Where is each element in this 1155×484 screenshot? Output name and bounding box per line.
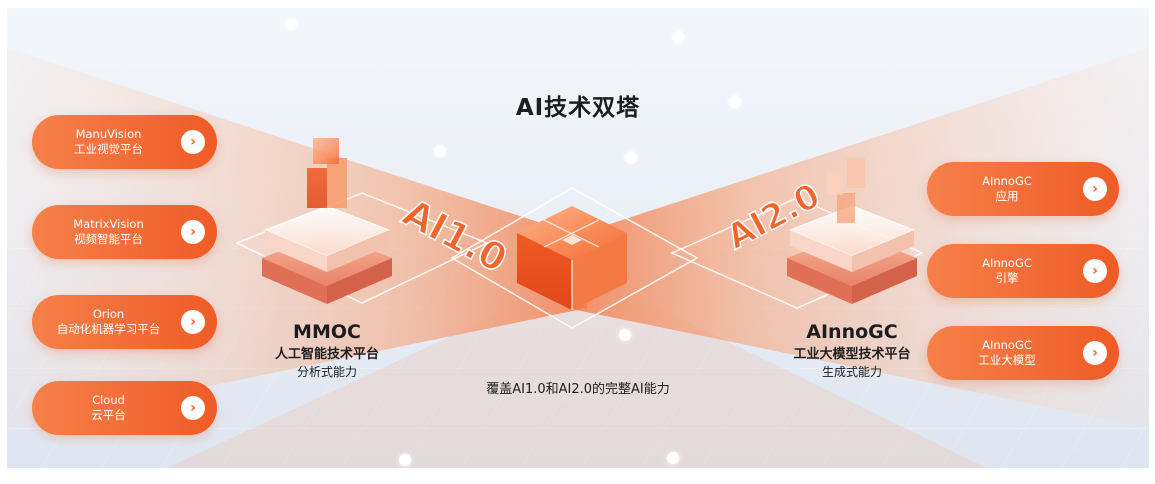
chevron-right-icon[interactable]: › — [181, 396, 205, 420]
right-tower-desc: 生成式能力 — [821, 365, 882, 379]
left-tower-desc: 分析式能力 — [296, 365, 357, 379]
left-tower-label: MMOC 人工智能技术平台 分析式能力 — [252, 320, 402, 380]
left-tower-subtitle: 人工智能技术平台 — [274, 347, 379, 362]
sparkle-dot — [399, 454, 411, 466]
center-cube-graphic — [517, 206, 627, 310]
right-tower-graphic — [787, 158, 917, 304]
left-tower-graphic — [262, 138, 392, 304]
chevron-right-icon[interactable]: › — [181, 130, 205, 154]
chevron-right-icon[interactable]: › — [1083, 259, 1107, 283]
diagram-title: AI技术双塔 — [515, 95, 641, 121]
chevron-right-icon[interactable]: › — [181, 310, 205, 334]
chevron-right-icon[interactable]: › — [1083, 341, 1107, 365]
sparkle-dot — [434, 145, 446, 157]
chevron-right-icon[interactable]: › — [1083, 177, 1107, 201]
right-tower-label: AInnoGC 工业大模型技术平台 生成式能力 — [762, 320, 942, 380]
right-tower-subtitle: 工业大模型技术平台 — [793, 347, 911, 362]
sparkle-dot — [619, 329, 631, 341]
sparkle-dot — [729, 96, 741, 108]
left-tower-name: MMOC — [293, 321, 361, 343]
sparkle-dot — [625, 152, 637, 164]
chevron-right-icon[interactable]: › — [181, 220, 205, 244]
center-caption: 覆盖AI1.0和AI2.0的完整AI能力 — [486, 382, 670, 397]
sparkle-dot — [667, 452, 679, 464]
sparkle-dot — [285, 18, 297, 30]
sparkle-dot — [672, 31, 684, 43]
right-tower-name: AInnoGC — [806, 321, 898, 343]
